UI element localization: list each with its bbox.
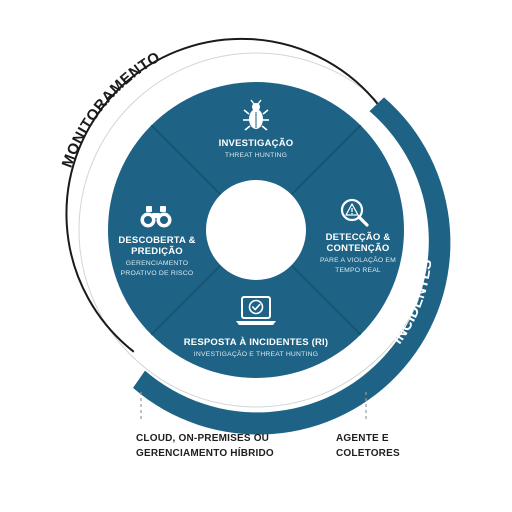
- segment-subtitle: PARE A VIOLAÇÃO EM: [320, 255, 396, 264]
- segment-subtitle: GERENCIAMENTO: [126, 260, 189, 267]
- segment-subtitle: THREAT HUNTING: [225, 152, 287, 159]
- incidentes-band: [133, 97, 451, 435]
- segment-descoberta: DESCOBERTA & PREDIÇÃO GERENCIAMENTO PROA…: [118, 206, 195, 277]
- binoculars-icon: [140, 206, 172, 228]
- footer-right-line: AGENTE E: [336, 433, 389, 444]
- footer-right-caption: AGENTE E COLETORES: [336, 431, 400, 461]
- segment-subtitle: INVESTIGAÇÃO E THREAT HUNTING: [194, 349, 318, 358]
- segment-title: RESPOSTA À INCIDENTES (RI): [184, 337, 329, 348]
- segment-investigacao: INVESTIGAÇÃO THREAT HUNTING: [219, 99, 294, 159]
- center-hole: [206, 180, 306, 280]
- segment-title: CONTENÇÃO: [326, 243, 389, 254]
- segment-subtitle: PROATIVO DE RISCO: [121, 270, 194, 277]
- monitoramento-outline: [65, 37, 381, 353]
- segment-resposta: RESPOSTA À INCIDENTES (RI) INVESTIGAÇÃO …: [184, 296, 329, 358]
- footer-left-line: CLOUD, ON-PREMISES OU: [136, 433, 270, 444]
- segment-subtitle: TEMPO REAL: [335, 267, 381, 274]
- footer-left-line: GERENCIAMENTO HÍBRIDO: [136, 448, 274, 459]
- segment-title: DESCOBERTA &: [118, 235, 195, 246]
- segment-title: DETECÇÃO &: [326, 232, 391, 243]
- footer-right-line: COLETORES: [336, 448, 400, 459]
- bug-icon: [243, 99, 269, 131]
- magnifier-warning-icon: [340, 198, 369, 227]
- laptop-check-icon: [236, 296, 276, 325]
- footer-left-caption: CLOUD, ON-PREMISES OU GERENCIAMENTO HÍBR…: [136, 431, 274, 461]
- segment-title: INVESTIGAÇÃO: [219, 138, 294, 149]
- segment-deteccao: DETECÇÃO & CONTENÇÃO PARE A VIOLAÇÃO EM …: [320, 198, 396, 274]
- segment-title: PREDIÇÃO: [131, 246, 183, 257]
